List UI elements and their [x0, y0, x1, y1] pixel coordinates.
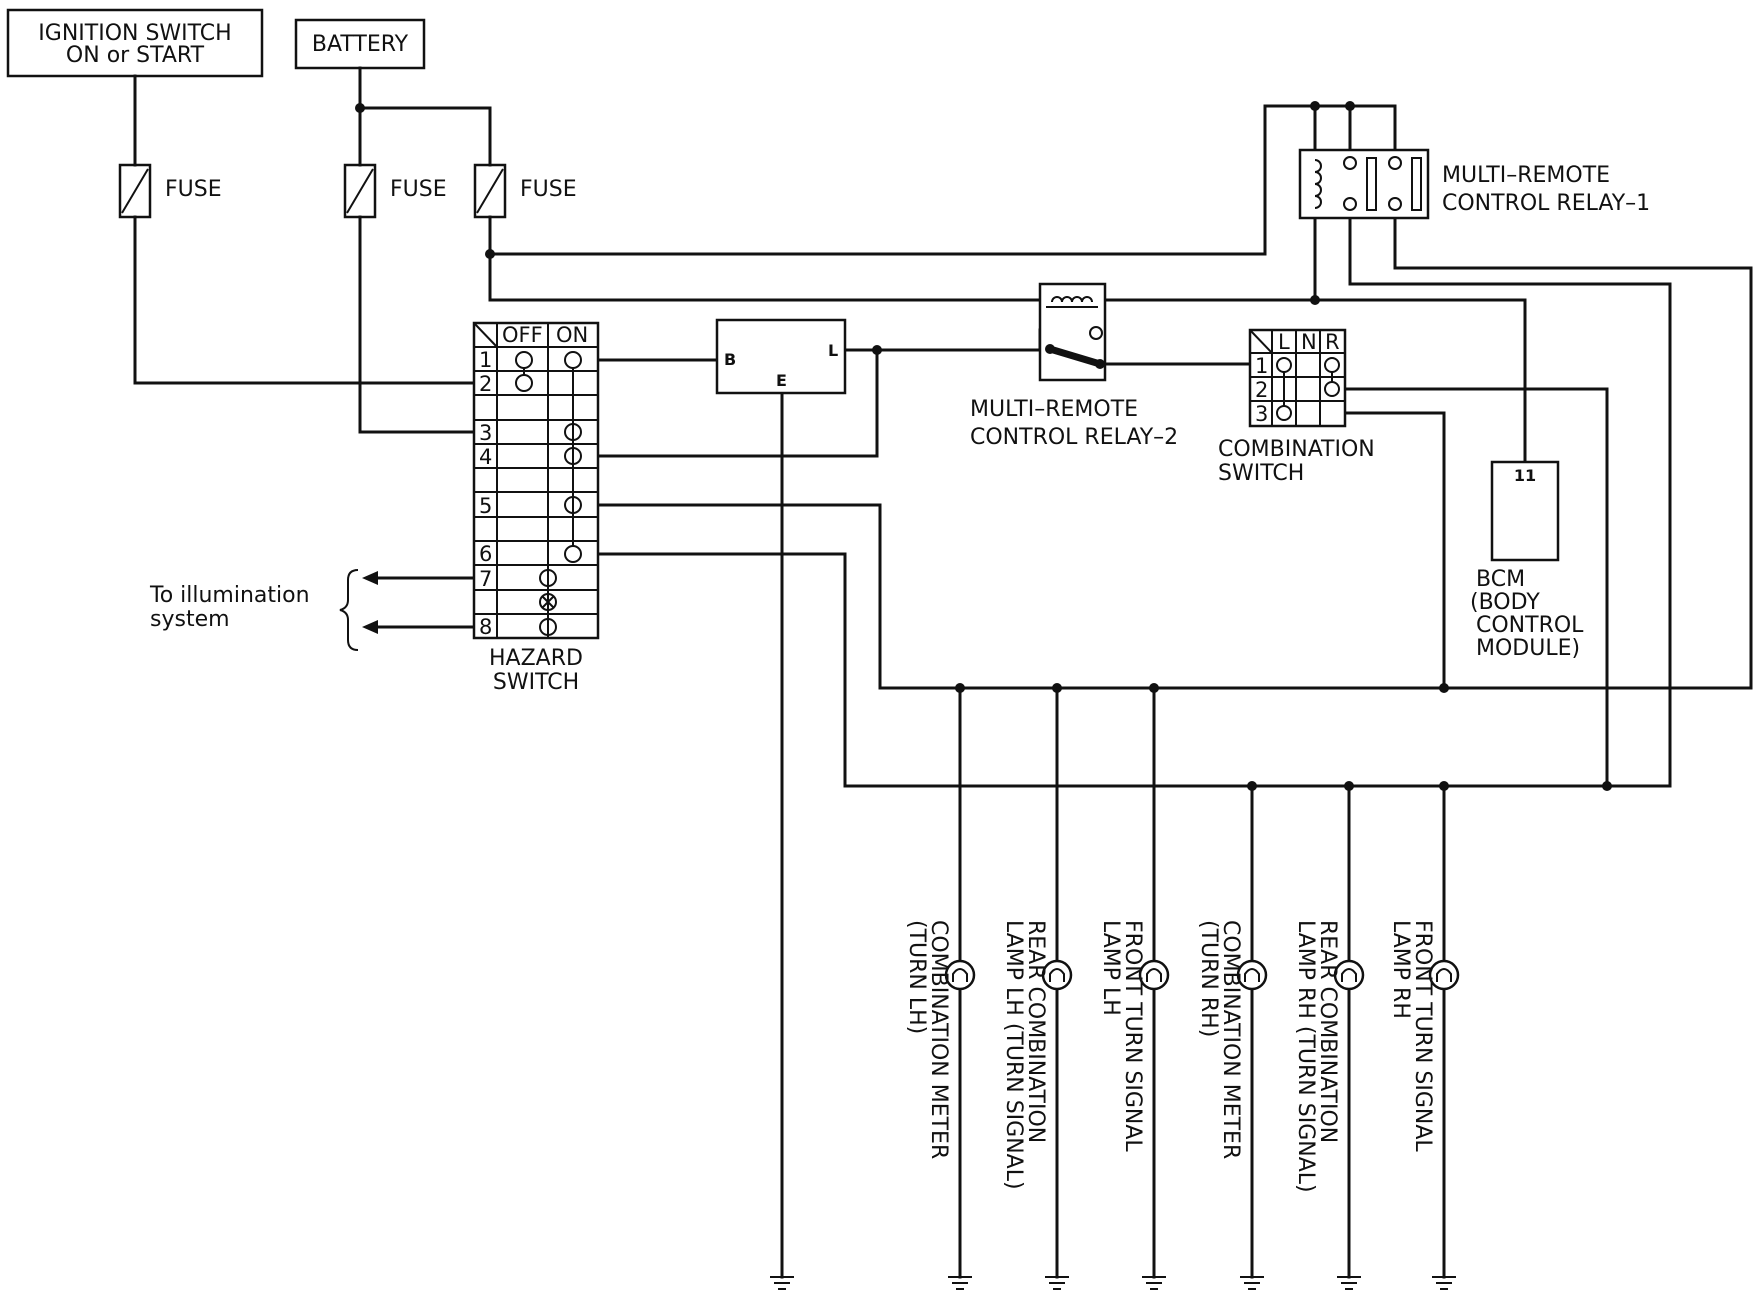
- flasher-terminal-l: L: [828, 341, 838, 360]
- ground-icon: [770, 1276, 794, 1290]
- lamp-label-line1: REAR COMBINATION: [1315, 920, 1340, 1143]
- lamp-label-line2: LAMP LH: [1098, 920, 1123, 1016]
- hazard-switch: OFF ON 1 2 3 4 5 6 7 8 HAZARD SWITCH: [472, 321, 600, 695]
- ground-icon: [1432, 1276, 1456, 1290]
- fuse-label: FUSE: [165, 177, 222, 202]
- flasher-terminal-b: B: [724, 350, 736, 369]
- hazard-row-5: 5: [479, 494, 492, 518]
- illumination-note: To illumination system: [149, 569, 359, 651]
- lamp-label-line2: (TURN RH): [1196, 920, 1221, 1037]
- hazard-label-line2: SWITCH: [493, 670, 579, 695]
- bcm-label-line2: (BODY: [1470, 590, 1540, 615]
- illumination-label-line1: To illumination: [149, 583, 310, 608]
- illumination-label-line2: system: [150, 607, 230, 632]
- combo-row-3: 3: [1255, 402, 1268, 426]
- lamp-rear-combination-lh: REAR COMBINATION LAMP LH (TURN SIGNAL): [1001, 920, 1073, 1190]
- fuse-ignition: FUSE: [118, 163, 222, 219]
- relay1-label-line1: MULTI–REMOTE: [1442, 163, 1610, 188]
- combination-switch: L N R 1 2 3 COMBINATION SWITCH: [1218, 328, 1375, 486]
- lamp-rear-combination-rh: REAR COMBINATION LAMP RH (TURN SIGNAL): [1293, 920, 1365, 1193]
- lamp-label-line2: LAMP RH (TURN SIGNAL): [1293, 920, 1318, 1193]
- hazard-row-2: 2: [479, 372, 492, 396]
- ground-icon: [1240, 1276, 1264, 1290]
- relay2-label-line2: CONTROL RELAY–2: [970, 425, 1178, 450]
- ground-icon: [1045, 1276, 1069, 1290]
- hazard-row-7: 7: [479, 567, 492, 591]
- lamp-label-line1: REAR COMBINATION: [1023, 920, 1048, 1143]
- wires: [133, 66, 1753, 1279]
- lamp-label-line2: LAMP RH: [1388, 920, 1413, 1019]
- lamp-label-line1: COMBINATION METER: [926, 920, 951, 1159]
- hazard-row-4: 4: [479, 445, 492, 469]
- lamp-label-line1: FRONT TURN SIGNAL: [1120, 920, 1145, 1152]
- ground-icon: [1337, 1276, 1361, 1290]
- hazard-row-1: 1: [479, 348, 492, 372]
- relay1-label-line2: CONTROL RELAY–1: [1442, 191, 1650, 216]
- hazard-label-line1: HAZARD: [489, 646, 583, 671]
- lamp-combination-meter-lh: COMBINATION METER (TURN LH): [904, 920, 976, 1159]
- fuse-label: FUSE: [520, 177, 577, 202]
- ground-symbols: [770, 1276, 1456, 1290]
- lamp-label-line1: FRONT TURN SIGNAL: [1410, 920, 1435, 1152]
- bcm-label-line1: BCM: [1476, 567, 1525, 592]
- lamp-front-turn-lh: FRONT TURN SIGNAL LAMP LH: [1098, 920, 1170, 1152]
- bcm: 11 BCM (BODY CONTROL MODULE): [1470, 460, 1584, 661]
- fuse-label: FUSE: [390, 177, 447, 202]
- junction-dots: [355, 101, 1612, 791]
- ground-icon: [1142, 1276, 1166, 1290]
- fuse-battery-1: FUSE: [343, 163, 447, 219]
- hazard-col-on: ON: [556, 323, 588, 347]
- ignition-switch-box: IGNITION SWITCH ON or START: [6, 8, 264, 78]
- combo-label-line2: SWITCH: [1218, 461, 1304, 486]
- combo-label-line1: COMBINATION: [1218, 437, 1375, 462]
- combo-col-n: N: [1301, 330, 1317, 354]
- lamp-combination-meter-rh: COMBINATION METER (TURN RH): [1196, 920, 1268, 1159]
- hazard-col-off: OFF: [502, 323, 543, 347]
- lamp-label-line1: COMBINATION METER: [1218, 920, 1243, 1159]
- battery-box: BATTERY: [294, 18, 426, 70]
- relay-2: MULTI–REMOTE CONTROL RELAY–2: [970, 282, 1178, 450]
- combo-col-r: R: [1325, 330, 1340, 354]
- hazard-row-6: 6: [479, 542, 492, 566]
- lamp-front-turn-rh: FRONT TURN SIGNAL LAMP RH: [1388, 920, 1460, 1152]
- combo-row-1: 1: [1255, 354, 1268, 378]
- flasher-terminal-e: E: [776, 371, 787, 390]
- relay2-label-line1: MULTI–REMOTE: [970, 397, 1138, 422]
- combo-row-2: 2: [1255, 378, 1268, 402]
- lamp-label-line2: (TURN LH): [904, 920, 929, 1034]
- flasher-unit: B L E: [715, 318, 847, 395]
- battery-label: BATTERY: [312, 32, 409, 57]
- relay-1: MULTI–REMOTE CONTROL RELAY–1: [1298, 148, 1650, 220]
- fuse-battery-2: FUSE: [473, 163, 577, 219]
- ignition-label-line1: IGNITION SWITCH: [38, 21, 231, 46]
- hazard-row-8: 8: [479, 615, 492, 639]
- bcm-label-line3: CONTROL: [1476, 613, 1584, 638]
- bcm-label-line4: MODULE): [1476, 636, 1580, 661]
- hazard-row-3: 3: [479, 421, 492, 445]
- ground-icon: [948, 1276, 972, 1290]
- lamp-label-line2: LAMP LH (TURN SIGNAL): [1001, 920, 1026, 1190]
- combo-col-l: L: [1278, 330, 1290, 354]
- ignition-label-line2: ON or START: [66, 43, 205, 68]
- bcm-pin: 11: [1514, 466, 1536, 485]
